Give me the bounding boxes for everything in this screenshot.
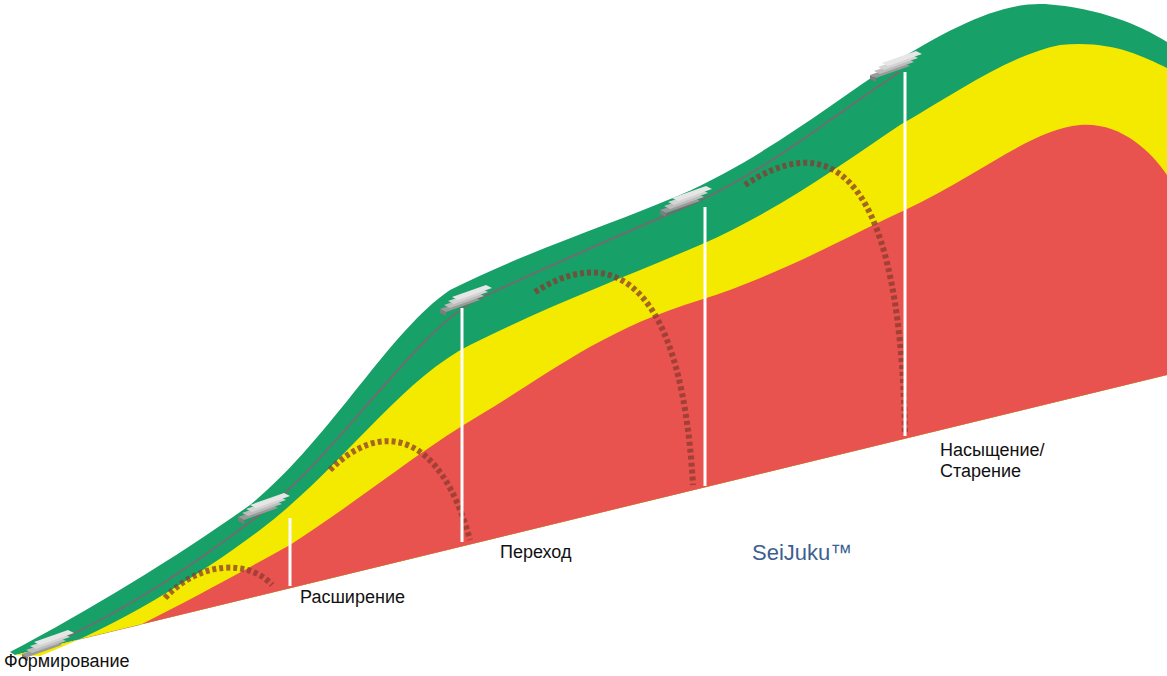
- route-line: [45, 72, 900, 647]
- dashed-arcs: [165, 163, 905, 598]
- stage-label: Переход: [500, 542, 572, 563]
- red-band: [15, 125, 1167, 655]
- stage-lines: [290, 72, 905, 586]
- stage-label: Насыщение/ Старение: [940, 440, 1060, 482]
- stage-label: Расширение: [300, 587, 405, 608]
- stage-label: Формирование: [4, 651, 130, 672]
- stair-icons: [22, 51, 922, 661]
- brand-label: SeiJuku™: [752, 540, 852, 566]
- yellow-band: [15, 44, 1167, 656]
